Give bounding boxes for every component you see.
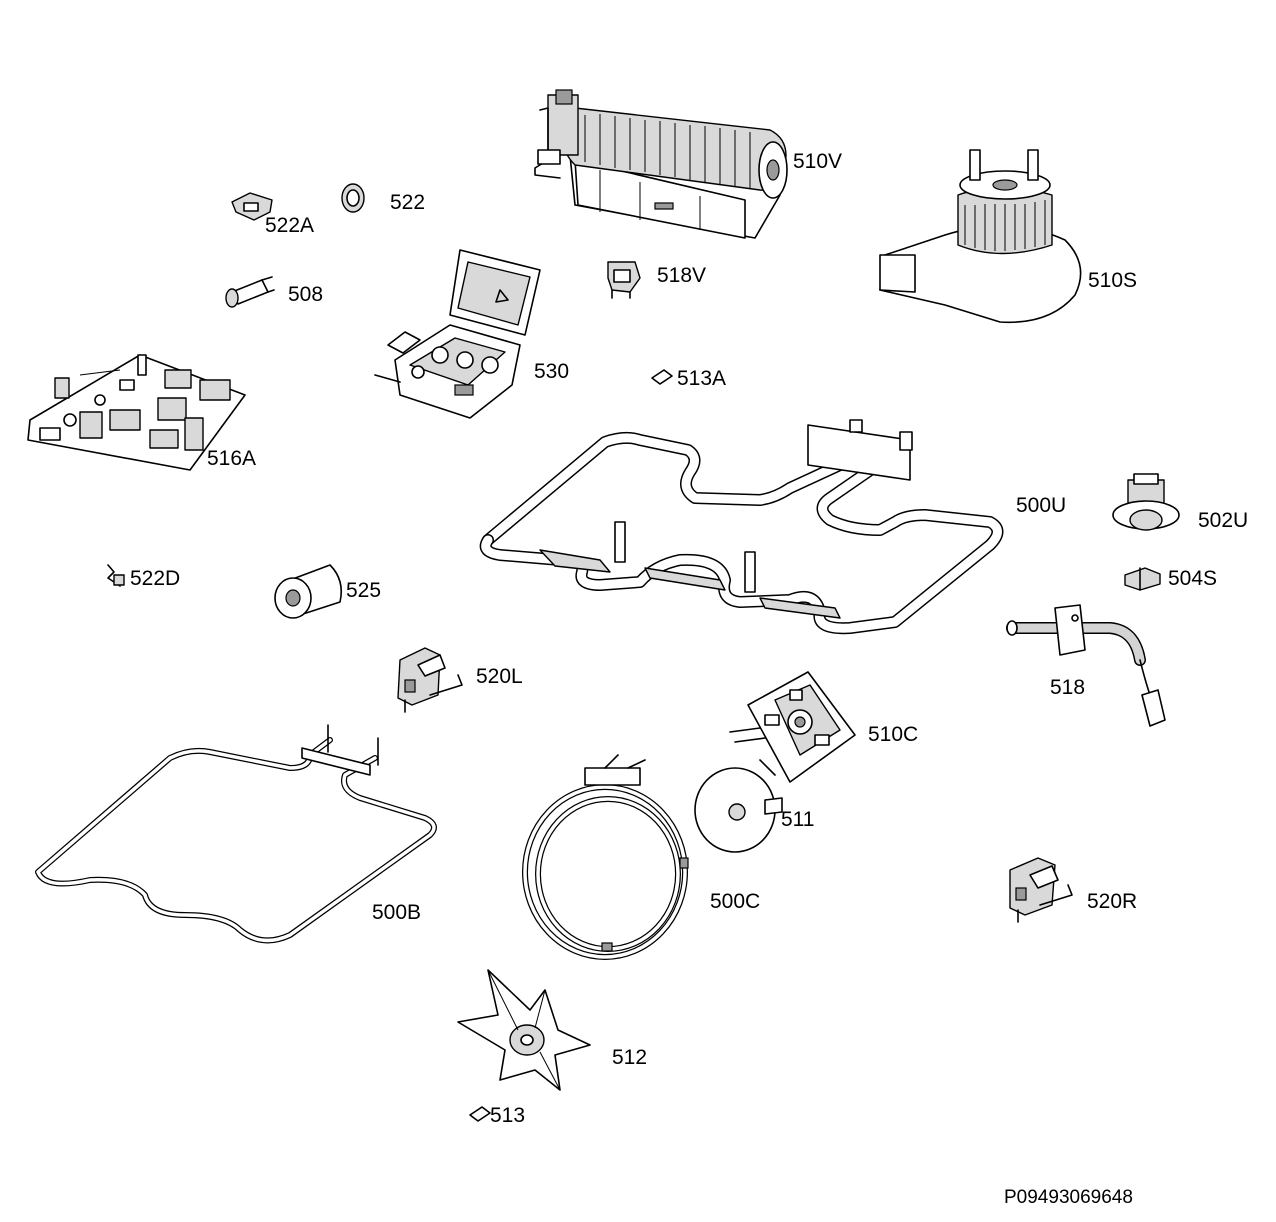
label-510V: 510V [793, 150, 842, 173]
part-510C-convection-motor [729, 671, 856, 783]
label-525: 525 [346, 579, 381, 602]
part-520R-door-switch [1009, 857, 1073, 923]
part-508-indicator-lamp [225, 276, 275, 308]
part-500U-top-element [479, 419, 1004, 635]
part-510V-tangential-fan [534, 89, 788, 239]
label-510S: 510S [1088, 269, 1137, 292]
part-520L-door-switch [397, 647, 463, 713]
label-516A: 516A [207, 447, 256, 470]
label-513: 513 [490, 1104, 525, 1127]
part-513A-screw [651, 369, 673, 385]
label-510C: 510C [868, 723, 918, 746]
part-513-screw [469, 1106, 491, 1122]
label-508: 508 [288, 283, 323, 306]
part-500B-bottom-element [35, 724, 437, 944]
part-500C-ring-element [522, 754, 689, 960]
part-522A-clip [231, 192, 273, 221]
label-520R: 520R [1087, 890, 1137, 913]
label-511: 511 [781, 808, 814, 831]
label-518: 518 [1050, 676, 1085, 699]
label-500U: 500U [1016, 494, 1066, 517]
part-525-filter [274, 564, 343, 619]
label-530: 530 [534, 360, 569, 383]
label-522D: 522D [130, 567, 180, 590]
label-522: 522 [390, 191, 425, 214]
diagram-reference-number: P09493069648 [1004, 1187, 1133, 1208]
label-520L: 520L [476, 665, 523, 688]
part-518V-fan-thermostat [607, 261, 641, 299]
part-502U-lamp [1112, 473, 1180, 531]
part-522D-clip [107, 564, 125, 587]
label-512: 512 [612, 1046, 647, 1069]
label-522A: 522A [265, 214, 314, 237]
label-513A: 513A [677, 367, 726, 390]
part-518-temperature-sensor [1006, 604, 1166, 727]
label-500B: 500B [372, 901, 421, 924]
part-530-terminal-block [374, 249, 541, 419]
label-504S: 504S [1168, 567, 1217, 590]
label-518V: 518V [657, 264, 706, 287]
part-516A-electronic-board [27, 354, 246, 471]
part-511-fan-plate [694, 767, 783, 853]
part-510S-cooling-fan [879, 149, 1082, 324]
label-500C: 500C [710, 890, 760, 913]
part-504S-lamp-socket [1124, 567, 1161, 591]
part-512-fan-blade [457, 969, 591, 1091]
label-502U: 502U [1198, 509, 1248, 532]
part-522-clamp-ring [341, 183, 365, 213]
